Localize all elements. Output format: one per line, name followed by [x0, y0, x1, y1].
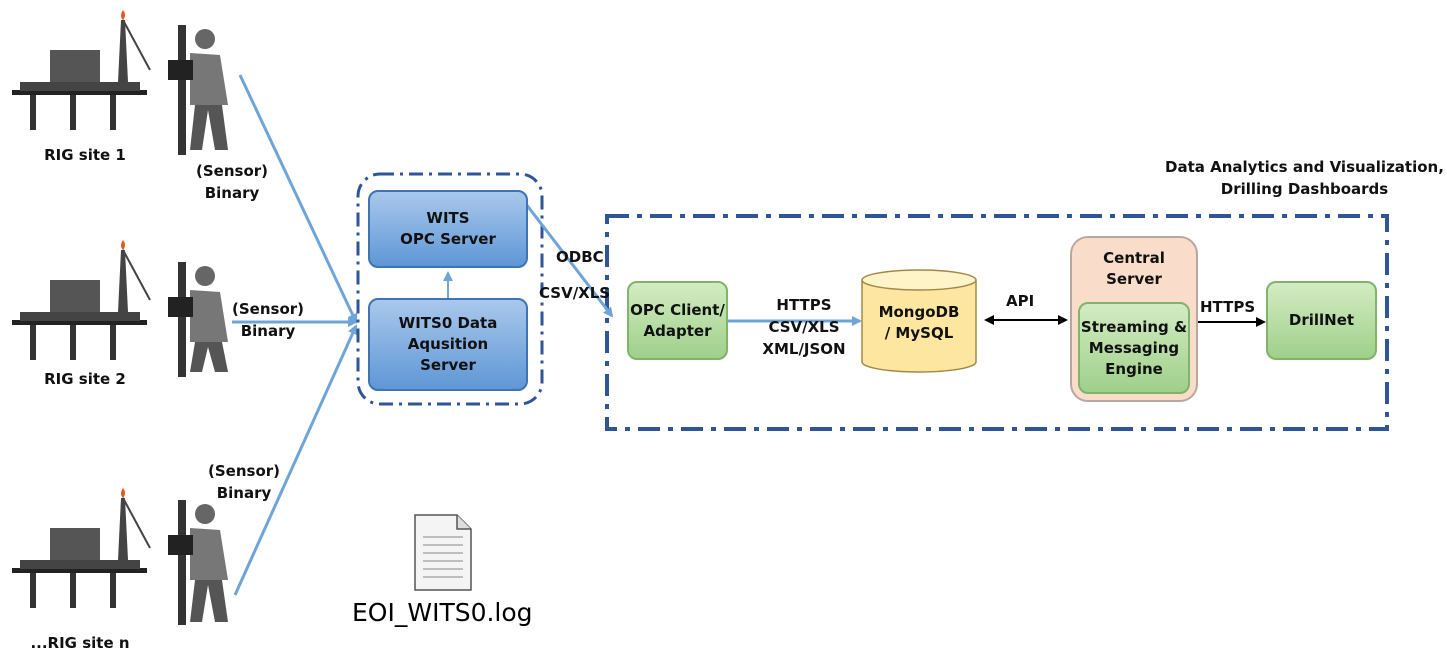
opc-client-adapter[interactable]: OPC Client/ Adapter: [627, 281, 728, 360]
oil-rig-icon: [12, 10, 151, 130]
drillnet[interactable]: DrillNet: [1266, 281, 1377, 360]
central-server-label: Central Server: [1103, 249, 1165, 288]
document-icon: [414, 514, 472, 591]
sensor-label-2: (Sensor) Binary: [232, 300, 304, 340]
odbc-label: ODBC: [556, 248, 604, 266]
worker-icon: [168, 500, 228, 625]
wits0-data-acquisition-server[interactable]: WITS0 Data Aqusition Server: [368, 298, 528, 391]
log-file-label: EOI_WITS0.log: [352, 598, 533, 627]
api-label: API: [1006, 292, 1035, 310]
odbc-arrow: [524, 203, 614, 318]
csv-xls-label: CSV/XLS: [539, 284, 611, 302]
analytics-group-frame: [605, 214, 1389, 431]
sensor-label-1: (Sensor) Binary: [196, 162, 268, 202]
https-formats-label: HTTPS CSV/XLS XML/JSON: [762, 296, 846, 358]
wits-opc-server[interactable]: WITS OPC Server: [368, 190, 528, 268]
rig-site-2-label: RIG site 2: [44, 370, 126, 388]
worker-icon: [168, 25, 228, 155]
acquisition-group-frame: [356, 172, 544, 406]
sensor-arrow-n: [233, 324, 358, 596]
rig-site-n-label: ...RIG site n: [30, 634, 130, 652]
worker-icon: [168, 262, 228, 377]
rig-site-1-label: RIG site 1: [44, 146, 126, 164]
database-icon: [861, 269, 977, 373]
mongodb-mysql[interactable]: MongoDB / MySQL: [878, 303, 960, 342]
sensor-label-n: (Sensor) Binary: [208, 462, 280, 502]
streaming-messaging-engine[interactable]: Streaming & Messaging Engine: [1078, 302, 1190, 394]
analytics-title: Data Analytics and Visualization, Drilli…: [1165, 158, 1444, 198]
oil-rig-icon: [12, 240, 151, 360]
https-label: HTTPS: [1200, 298, 1256, 316]
oil-rig-icon: [12, 488, 151, 608]
sensor-arrow-1: [238, 74, 358, 324]
